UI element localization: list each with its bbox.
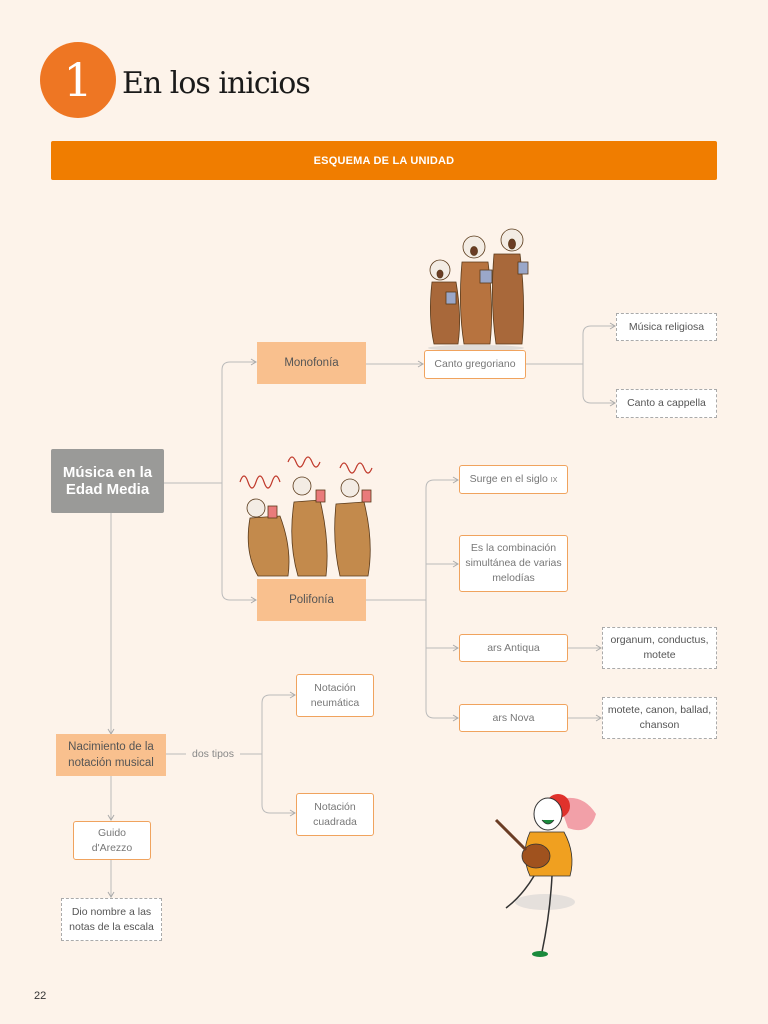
polifonia-label: Polifonía <box>289 593 334 606</box>
banner-label: ESQUEMA DE LA UNIDAD <box>313 154 455 167</box>
guido-node: Guido d'Arezzo <box>73 821 151 860</box>
dio-nombre-node: Dio nombre a las notas de la escala <box>61 898 162 941</box>
ars-antiqua-forms-node: organum, conductus, motete <box>602 627 717 669</box>
surge-siglo-label: Surge en el siglo IX <box>470 472 558 487</box>
canto-cappella-label: Canto a cappella <box>627 397 706 410</box>
ars-nova-forms-node: motete, canon, ballad, chanson <box>602 697 717 739</box>
root-label: Música en la Edad Media <box>62 463 153 498</box>
nacimiento-label: Nacimiento de la notación musical <box>68 740 154 769</box>
ars-antiqua-node: ars Antiqua <box>459 634 568 662</box>
notacion-cuadrada-label: Notación cuadrada <box>313 800 357 828</box>
notacion-cuadrada-node: Notación cuadrada <box>296 793 374 836</box>
dos-tipos-label: dos tipos <box>186 746 240 762</box>
dio-nombre-label: Dio nombre a las notas de la escala <box>69 905 154 933</box>
combinacion-label: Es la combinación simultánea de varias m… <box>465 542 562 584</box>
surge-siglo-text: Surge en el siglo <box>469 473 548 486</box>
page-number: 22 <box>34 990 47 1002</box>
nacimiento-node: Nacimiento de la notación musical <box>56 734 166 776</box>
polifonia-node: Polifonía <box>257 579 366 621</box>
minstrel-illustration <box>494 794 596 957</box>
monofonia-label: Monofonía <box>284 356 339 369</box>
root-node: Música en la Edad Media <box>51 449 164 513</box>
ars-antiqua-forms-label: organum, conductus, motete <box>610 634 709 661</box>
polyphony-monks-illustration <box>239 456 373 577</box>
combinacion-node: Es la combinación simultánea de varias m… <box>459 535 568 592</box>
dos-tipos-text: dos tipos <box>191 747 235 760</box>
ars-nova-label: ars Nova <box>492 711 535 724</box>
ars-nova-forms-label: motete, canon, ballad, chanson <box>607 704 712 731</box>
notacion-neumatica-node: Notación neumática <box>296 674 374 717</box>
canto-gregoriano-node: Canto gregoriano <box>424 350 526 379</box>
page-title: En los inicios <box>122 66 311 101</box>
guido-label: Guido d'Arezzo <box>91 826 133 854</box>
surge-siglo-century: IX <box>550 477 558 485</box>
ars-antiqua-label: ars Antiqua <box>487 641 540 654</box>
singing-monks-illustration <box>428 228 529 351</box>
section-banner: ESQUEMA DE LA UNIDAD <box>51 141 717 180</box>
monofonia-node: Monofonía <box>257 342 366 384</box>
musica-religiosa-label: Música religiosa <box>628 320 705 333</box>
notacion-neumatica-label: Notación neumática <box>310 681 360 709</box>
unit-number-badge: 1 <box>40 42 116 118</box>
surge-siglo-node: Surge en el siglo IX <box>459 465 568 494</box>
unit-number: 1 <box>63 53 93 107</box>
canto-cappella-node: Canto a cappella <box>616 389 717 418</box>
musica-religiosa-node: Música religiosa <box>616 313 717 341</box>
canto-gregoriano-label: Canto gregoriano <box>434 358 516 371</box>
ars-nova-node: ars Nova <box>459 704 568 732</box>
